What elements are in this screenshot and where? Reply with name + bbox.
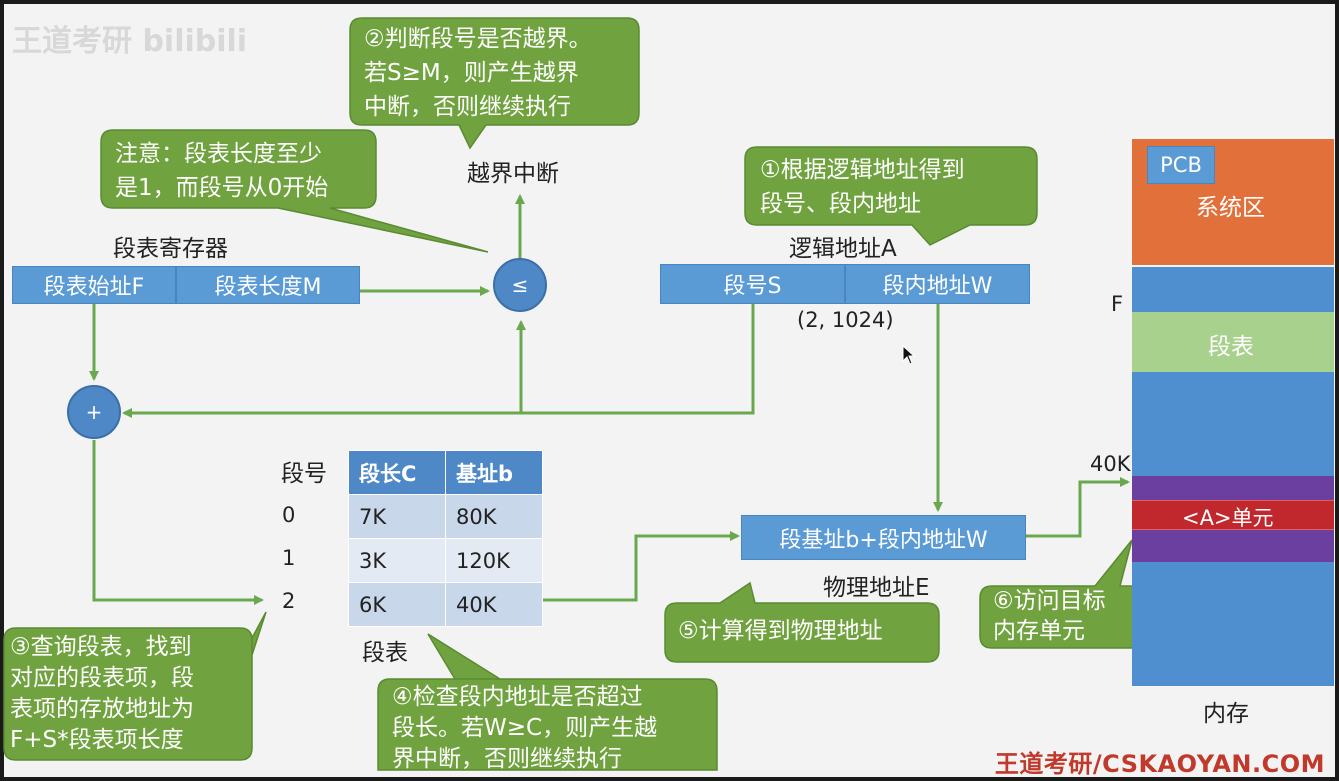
segment-table: 段长C 基址b 7K 80K 3K 120K 6K 40K (348, 450, 543, 627)
overflow-interrupt-label: 越界中断 (467, 161, 559, 187)
seg-base-0: 80K (445, 494, 543, 539)
seg-length-1: 3K (348, 538, 446, 583)
seg-length-0: 7K (348, 494, 446, 539)
footer-brand: 王道考研/CSKAOYAN.COM (994, 750, 1325, 778)
seg-base-2: 40K (445, 582, 543, 627)
seg-table-caption: 段表 (362, 640, 408, 666)
register-length-field: 段表长度M (176, 266, 360, 304)
seg-table-index-header: 段号 (281, 461, 327, 487)
table-row: 6K 40K (348, 582, 543, 627)
mouse-cursor-icon (902, 345, 916, 365)
logical-address-title: 逻辑地址A (789, 236, 897, 262)
physical-address-formula: 段基址b+段内地址W (741, 515, 1026, 560)
callout-3-shape (3, 611, 267, 761)
register-start-field: 段表始址F (12, 266, 176, 304)
callout-2-text: ②判断段号是否越界。若S≥M，则产生越界中断，否则继续执行 (364, 26, 592, 120)
memory-target-label: <A>单元 (1182, 506, 1274, 530)
callout-5-shape (664, 581, 940, 663)
seg-table-header-base: 基址b (445, 450, 543, 495)
memory-f-label: F (1111, 292, 1124, 316)
memory-pcb: PCB (1147, 146, 1215, 184)
callout-4-text: ④检查段内地址是否超过段长。若W≥C，则产生越界中断，否则继续执行 (392, 684, 658, 772)
callout-note-shape (100, 129, 489, 253)
register-title: 段表寄存器 (113, 236, 228, 262)
memory-40k-label: 40K (1090, 452, 1131, 476)
watermark-logo: 王道考研 bilibili (12, 24, 248, 59)
seg-index-0: 0 (282, 503, 296, 527)
callout-note-text: 注意：段表长度至少是1，而段号从0开始 (115, 141, 329, 201)
callout-5-text: ⑤计算得到物理地址 (678, 618, 883, 644)
seg-table-header-length: 段长C (348, 450, 446, 495)
callout-6-text: ⑥访问目标内存单元 (993, 588, 1106, 644)
memory-caption: 内存 (1203, 701, 1249, 727)
segment-number-field: 段号S (660, 264, 845, 304)
segment-offset-field: 段内地址W (845, 264, 1030, 304)
callout-1-text: ①根据逻辑地址得到段号、段内地址 (760, 157, 965, 217)
seg-index-2: 2 (282, 589, 296, 613)
seg-index-1: 1 (282, 546, 296, 570)
adder-node: + (67, 385, 121, 439)
callout-2-shape (349, 17, 640, 150)
physical-address-title: 物理地址E (823, 575, 930, 601)
callout-4-shape (377, 633, 718, 771)
table-row: 3K 120K (348, 538, 543, 583)
memory-target-unit (1132, 500, 1334, 530)
memory-segtable-label: 段表 (1208, 334, 1254, 360)
seg-length-2: 6K (348, 582, 446, 627)
memory-system-label: 系统区 (1196, 195, 1265, 221)
logical-address-example: (2, 1024) (797, 308, 894, 332)
compare-node: ≤ (493, 258, 547, 312)
seg-base-1: 120K (445, 538, 543, 583)
callout-1-shape (744, 146, 1038, 246)
memory-segtable-region (1132, 312, 1334, 372)
table-row: 7K 80K (348, 494, 543, 539)
